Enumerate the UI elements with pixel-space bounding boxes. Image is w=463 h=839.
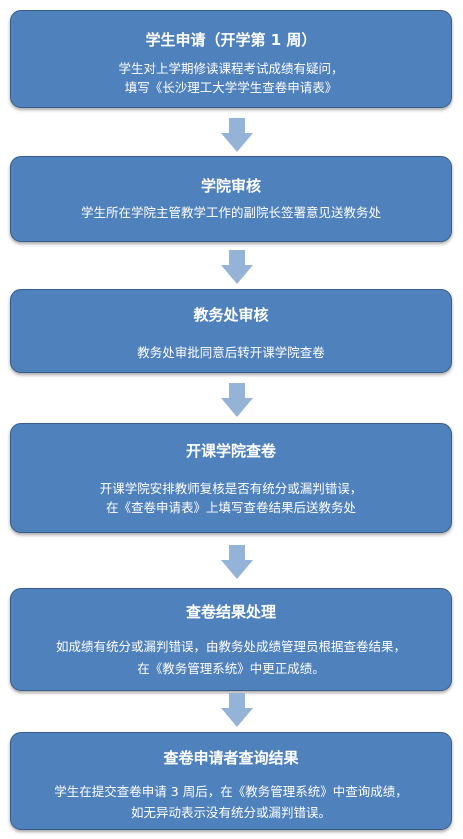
step-title: 学生申请（开学第 1 周） — [145, 31, 317, 49]
flow-step-course-college-check: 开课学院查卷 开课学院安排教师复核是否有统分或漏判错误， 在《查卷申请表》上填写… — [10, 423, 452, 533]
step-description-line: 填写《长沙理工大学学生查卷申请表》 — [124, 80, 338, 95]
step-description-line: 学生所在学院主管教学工作的副院长签署意见送教务处 — [80, 205, 381, 220]
step-title: 查卷结果处理 — [185, 603, 276, 621]
down-arrow-icon — [221, 693, 253, 727]
flow-step-applicant-query-result: 查卷申请者查询结果 学生在提交查卷申请 3 周后，在《教务管理系统》中查询成绩，… — [10, 732, 452, 830]
flow-step-college-review: 学院审核 学生所在学院主管教学工作的副院长签署意见送教务处 — [10, 156, 452, 242]
step-description-line: 在《教务管理系统》中更正成绩。 — [137, 661, 325, 676]
down-arrow-icon — [221, 383, 253, 417]
step-title: 学院审核 — [200, 177, 261, 195]
flow-step-student-application: 学生申请（开学第 1 周） 学生对上学期修读课程考试成绩有疑问， 填写《长沙理工… — [10, 10, 452, 108]
flow-step-result-processing: 查卷结果处理 如成绩有统分或漏判错误，由教务处成绩管理员根据查卷结果， 在《教务… — [10, 588, 452, 691]
step-title: 查卷申请者查询结果 — [163, 749, 299, 767]
step-description-line: 教务处审批同意后转开课学院查卷 — [137, 345, 325, 360]
flow-step-academic-affairs-review: 教务处审核 教务处审批同意后转开课学院查卷 — [10, 289, 452, 373]
down-arrow-icon — [221, 545, 253, 579]
step-description-line: 学生在提交查卷申请 3 周后，在《教务管理系统》中查询成绩， — [54, 784, 408, 799]
step-description-line: 学生对上学期修读课程考试成绩有疑问， — [118, 61, 344, 76]
step-description-line: 如无异动表示没有统分或漏判错误。 — [130, 805, 331, 820]
down-arrow-icon — [221, 250, 253, 284]
step-description-line: 在《查卷申请表》上填写查卷结果后送教务处 — [105, 500, 356, 515]
step-title: 开课学院查卷 — [185, 442, 276, 460]
step-description-line: 如成绩有统分或漏判错误，由教务处成绩管理员根据查卷结果， — [55, 639, 406, 654]
step-description-line: 开课学院安排教师复核是否有统分或漏判错误， — [99, 481, 363, 496]
down-arrow-icon — [221, 118, 253, 152]
step-title: 教务处审核 — [193, 306, 269, 324]
